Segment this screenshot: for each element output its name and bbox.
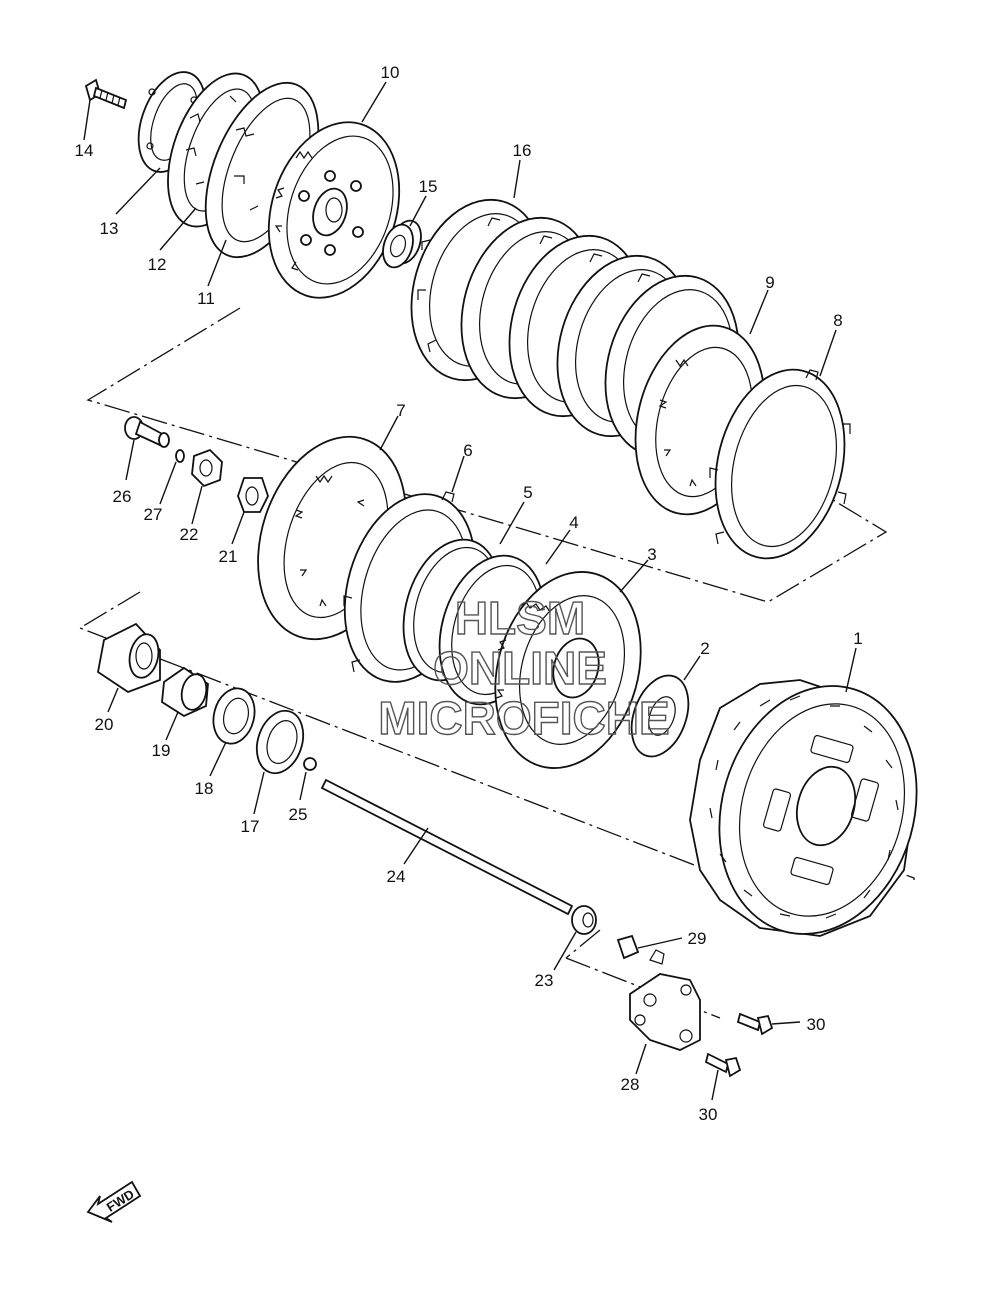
leader-lines — [83, 81, 857, 1101]
callout-9: 9 — [765, 273, 774, 292]
callout-4: 4 — [569, 513, 578, 532]
callout-15: 15 — [419, 177, 438, 196]
callout-6: 6 — [463, 441, 472, 460]
ball-25 — [303, 757, 317, 771]
bearing-19 — [161, 666, 209, 718]
callout-17: 17 — [241, 817, 260, 836]
callout-14: 14 — [75, 141, 94, 160]
upper-group-outline — [86, 307, 888, 603]
nut-22 — [191, 448, 223, 488]
fwd-arrow-icon: FWD — [86, 1180, 142, 1223]
clutch-housing-1 — [689, 679, 918, 937]
push-lever-28 — [629, 949, 701, 1051]
pin-29 — [616, 934, 640, 960]
callout-29: 29 — [688, 929, 707, 948]
washer-21 — [237, 477, 269, 513]
callout-16: 16 — [513, 141, 532, 160]
callout-30-right: 30 — [807, 1015, 826, 1034]
callout-5: 5 — [523, 483, 532, 502]
callout-25: 25 — [289, 805, 308, 824]
watermark: HLSM ONLINE MICROFICHE — [378, 591, 671, 744]
callout-26: 26 — [113, 487, 132, 506]
callout-12: 12 — [148, 255, 167, 274]
callout-21: 21 — [219, 547, 238, 566]
callout-3: 3 — [647, 545, 656, 564]
callout-8: 8 — [833, 311, 842, 330]
callout-10: 10 — [381, 63, 400, 82]
bolt-30-a — [736, 1012, 774, 1036]
callout-20: 20 — [95, 715, 114, 734]
callout-2: 2 — [700, 639, 709, 658]
push-piece-23 — [571, 905, 597, 935]
clutch-boss-3 — [494, 571, 642, 769]
washer-17 — [255, 709, 305, 775]
washer-2 — [630, 674, 690, 758]
watermark-line-3: MICROFICHE — [378, 692, 669, 744]
o-ring-27 — [175, 449, 185, 463]
bolt-26 — [124, 416, 170, 448]
watermark-line-1: HLSM — [455, 592, 585, 644]
callout-11: 11 — [197, 289, 215, 308]
callout-27: 27 — [144, 505, 163, 524]
callout-19: 19 — [152, 741, 171, 760]
friction-plate-8 — [709, 368, 851, 560]
callouts: 1 2 3 4 5 6 7 8 9 10 11 12 13 14 15 16 1… — [75, 63, 863, 1124]
callout-28: 28 — [621, 1075, 640, 1094]
callout-23: 23 — [535, 971, 554, 990]
callout-30-bottom: 30 — [699, 1105, 718, 1124]
callout-22: 22 — [180, 525, 199, 544]
push-rod-24 — [320, 778, 574, 916]
watermark-line-2: ONLINE — [433, 642, 607, 694]
callout-7: 7 — [396, 401, 405, 420]
collar-20 — [97, 622, 161, 694]
callout-13: 13 — [100, 219, 119, 238]
bolt-14 — [84, 78, 128, 110]
callout-24: 24 — [387, 867, 406, 886]
callout-1: 1 — [853, 629, 862, 648]
bolt-30-b — [704, 1052, 742, 1078]
callout-18: 18 — [195, 779, 214, 798]
seal-18 — [212, 687, 256, 745]
pressure-plate-10 — [267, 121, 401, 299]
